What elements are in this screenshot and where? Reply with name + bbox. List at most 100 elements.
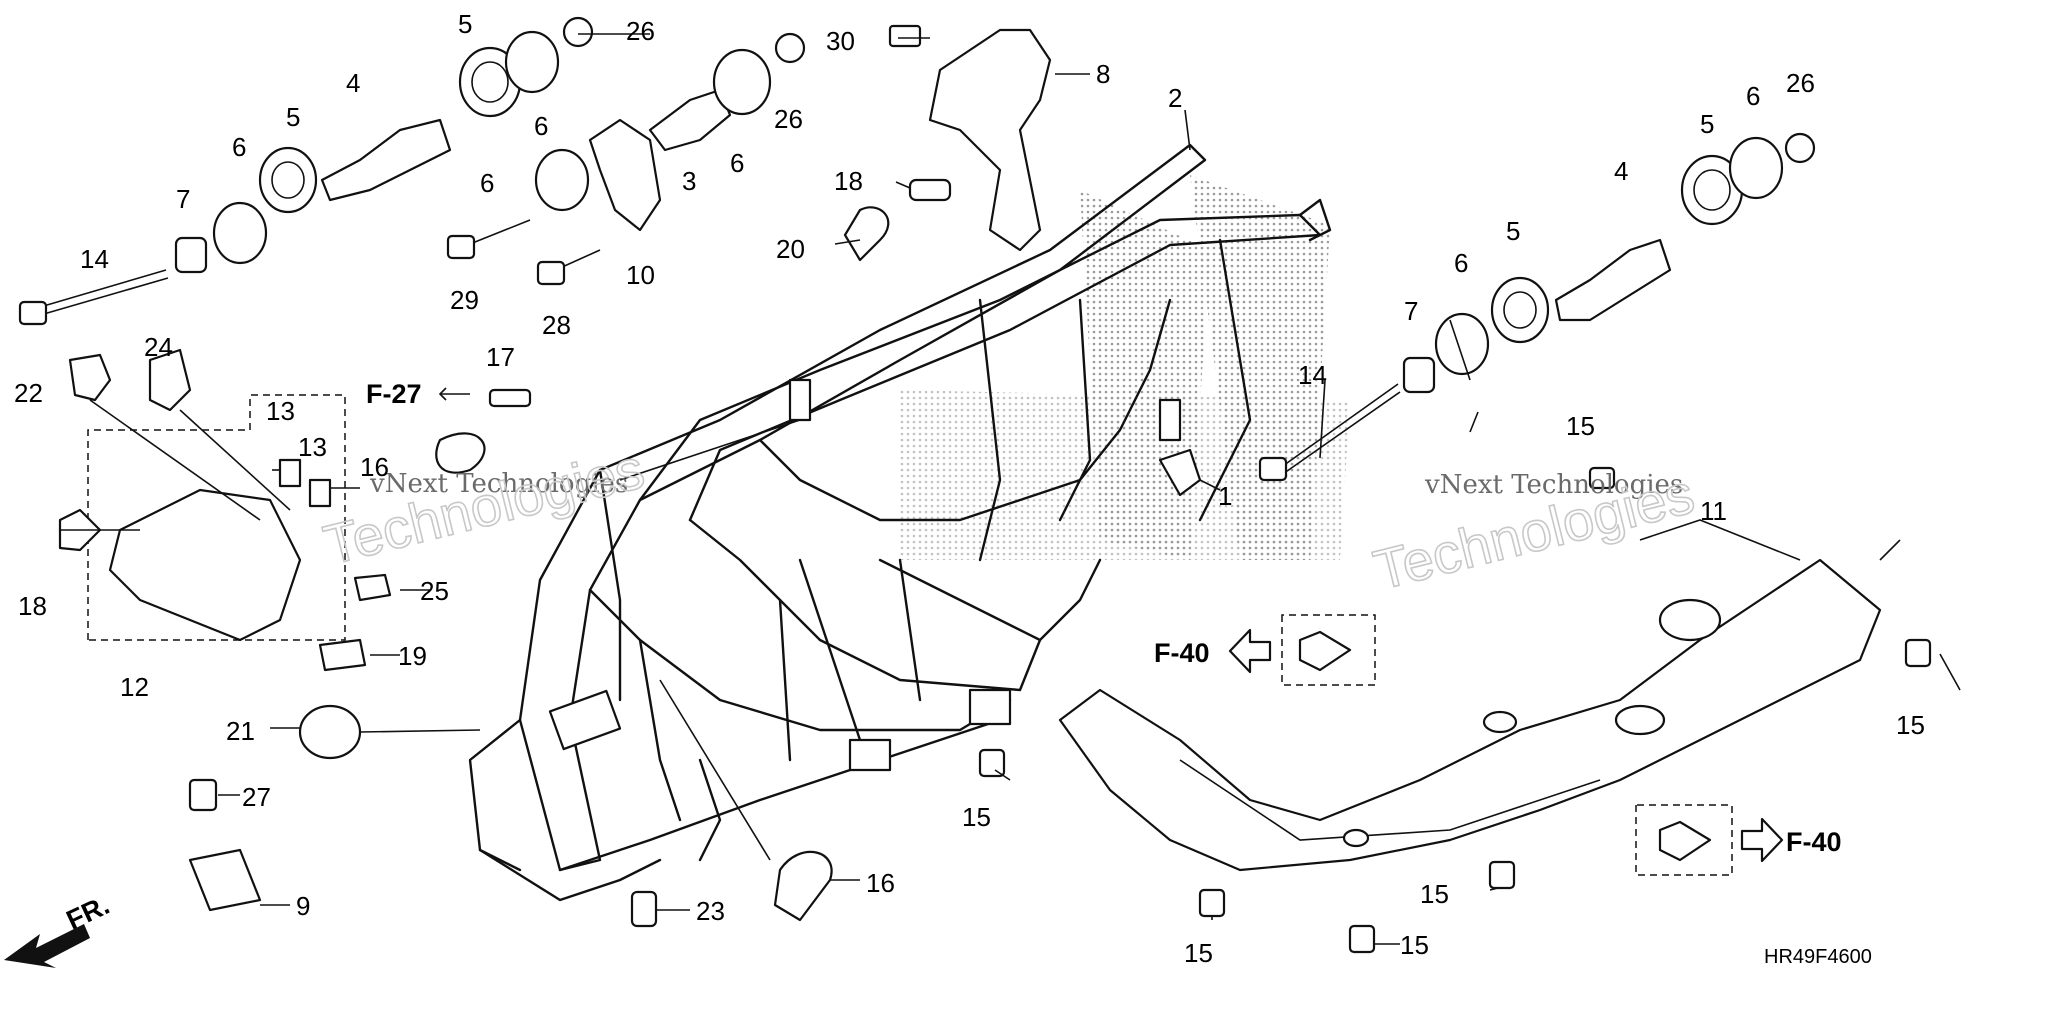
- clip-25: [353, 573, 392, 602]
- clip-f40-bottom: [1658, 820, 1712, 862]
- bolt-15-d: [1488, 860, 1516, 890]
- part-label-l15c: 15: [962, 802, 991, 832]
- part-label-l23: 23: [696, 896, 725, 926]
- ref-f40-left: F-40: [1154, 638, 1210, 668]
- part-label-l4a: 4: [346, 68, 360, 98]
- reference-arrows: [4, 387, 1784, 968]
- nut-26-center: [774, 32, 806, 64]
- ref-f27: F-27: [366, 379, 422, 409]
- part-label-l6b: 6: [232, 132, 246, 162]
- rubber-5-left-a: [258, 146, 318, 214]
- rubber-6-center-b: [534, 148, 590, 212]
- bracket-12: [108, 488, 302, 642]
- ref-f40-right: F-40: [1786, 827, 1842, 857]
- part-label-l3: 3: [682, 166, 696, 196]
- part-label-l16b: 16: [866, 868, 895, 898]
- part-label-l20: 20: [776, 234, 805, 264]
- part-label-l11: 11: [1700, 496, 1727, 526]
- part-label-l15f: 15: [1420, 879, 1449, 909]
- shaft-4-left: [320, 118, 452, 202]
- skid-plate-part-11[interactable]: [978, 466, 1932, 954]
- collar-7-left: [174, 236, 208, 274]
- f40-arrow-left-icon: [1228, 628, 1272, 674]
- bracket-10: [588, 118, 662, 232]
- left-lower-parts[interactable]: [58, 206, 1202, 928]
- plate-13-a: [278, 458, 302, 488]
- clip-30: [888, 24, 922, 48]
- clip-f40-top: [1298, 630, 1352, 672]
- nut-26-left: [562, 16, 594, 48]
- part-label-l7a: 7: [176, 184, 190, 214]
- part-label-l2: 2: [1168, 83, 1182, 113]
- bolt-29: [446, 234, 476, 260]
- part-label-l13b: 13: [298, 432, 327, 462]
- part-label-l8: 8: [1096, 59, 1110, 89]
- part-label-l15d: 15: [1184, 938, 1213, 968]
- rubber-6-left: [212, 201, 268, 265]
- leader-lines: [60, 33, 1961, 945]
- bolt-28: [536, 260, 566, 286]
- part-label-l5d: 5: [1506, 216, 1520, 246]
- band-20: [843, 206, 890, 262]
- watermark-right: vNext Technologies: [1424, 470, 1683, 500]
- bolt-14-left-head: [18, 300, 48, 326]
- front-arrow-icon: [4, 924, 90, 968]
- bolt-15-a: [978, 748, 1006, 778]
- bolt-15-c: [1348, 924, 1376, 954]
- plate-13-b: [308, 478, 332, 508]
- part-label-l13a: 13: [266, 396, 295, 426]
- engine-mount-center-group[interactable]: [446, 32, 806, 286]
- bolt-17: [488, 388, 532, 408]
- bolt-15-e: [1904, 638, 1932, 668]
- band-16-bottom: [773, 850, 833, 922]
- bracket-8: [928, 28, 1052, 252]
- part-label-l14a: 14: [80, 244, 109, 274]
- part-label-l26c: 26: [1786, 68, 1815, 98]
- main-frame-part-2[interactable]: [468, 143, 1332, 902]
- part-label-l6c: 6: [480, 168, 494, 198]
- part-labels: 1 2 3 4 4 5 5 5 5 6 6 6 6 6 6 7 7 8 9 10…: [14, 9, 1925, 968]
- rubber-6-right: [1434, 312, 1490, 376]
- rubber-6-right-b: [1728, 136, 1784, 200]
- bolt-15-b: [1198, 888, 1226, 918]
- reference-labels: F-27 F-40 F-40 FR.: [62, 379, 1842, 935]
- part-label-l6e: 6: [1746, 81, 1760, 111]
- part-label-l15e: 15: [1400, 930, 1429, 960]
- clip-24: [148, 348, 192, 412]
- part-label-l1: 1: [1218, 481, 1232, 511]
- bolt-27: [188, 778, 218, 812]
- rubber-6-left-b: [504, 30, 560, 94]
- bolt-14-right-head: [1258, 456, 1288, 482]
- part-label-l12: 12: [120, 672, 149, 702]
- bolt-15-f: [1588, 466, 1616, 490]
- watermark-left: vNext Technologies: [369, 469, 628, 499]
- part-label-l6f: 6: [1454, 248, 1468, 278]
- part-label-l18b: 18: [18, 591, 47, 621]
- shaft-4-right: [1554, 238, 1672, 322]
- part-label-l5b: 5: [286, 102, 300, 132]
- part-label-l17: 17: [486, 342, 515, 372]
- clip-22: [68, 353, 112, 402]
- part-label-l29: 29: [450, 285, 479, 315]
- part-label-l26b: 26: [774, 104, 803, 134]
- bracket-8-group[interactable]: [888, 24, 1052, 252]
- band-16-top: [435, 432, 486, 474]
- part-label-l21: 21: [226, 716, 255, 746]
- honda-logo-watermark: [900, 175, 1350, 560]
- part-label-l5c: 5: [1700, 109, 1714, 139]
- drawing-code: HR49F4600: [1764, 946, 1872, 968]
- part-label-l22: 22: [14, 378, 43, 408]
- part-label-l15b: 15: [1896, 710, 1925, 740]
- engine-mount-left-group[interactable]: [18, 16, 594, 326]
- part-label-l4b: 4: [1614, 156, 1628, 186]
- engine-mount-right-group[interactable]: [1258, 132, 1816, 482]
- f40-arrow-right-icon: [1740, 817, 1784, 863]
- part-label-l9: 9: [296, 891, 310, 921]
- part-label-l7b: 7: [1404, 296, 1418, 326]
- part-label-l27: 27: [242, 782, 271, 812]
- part-label-l30: 30: [826, 26, 855, 56]
- collar-7-right: [1402, 356, 1436, 394]
- part-label-l6d: 6: [730, 148, 744, 178]
- clip-23: [630, 890, 658, 928]
- bracket-9: [188, 848, 262, 912]
